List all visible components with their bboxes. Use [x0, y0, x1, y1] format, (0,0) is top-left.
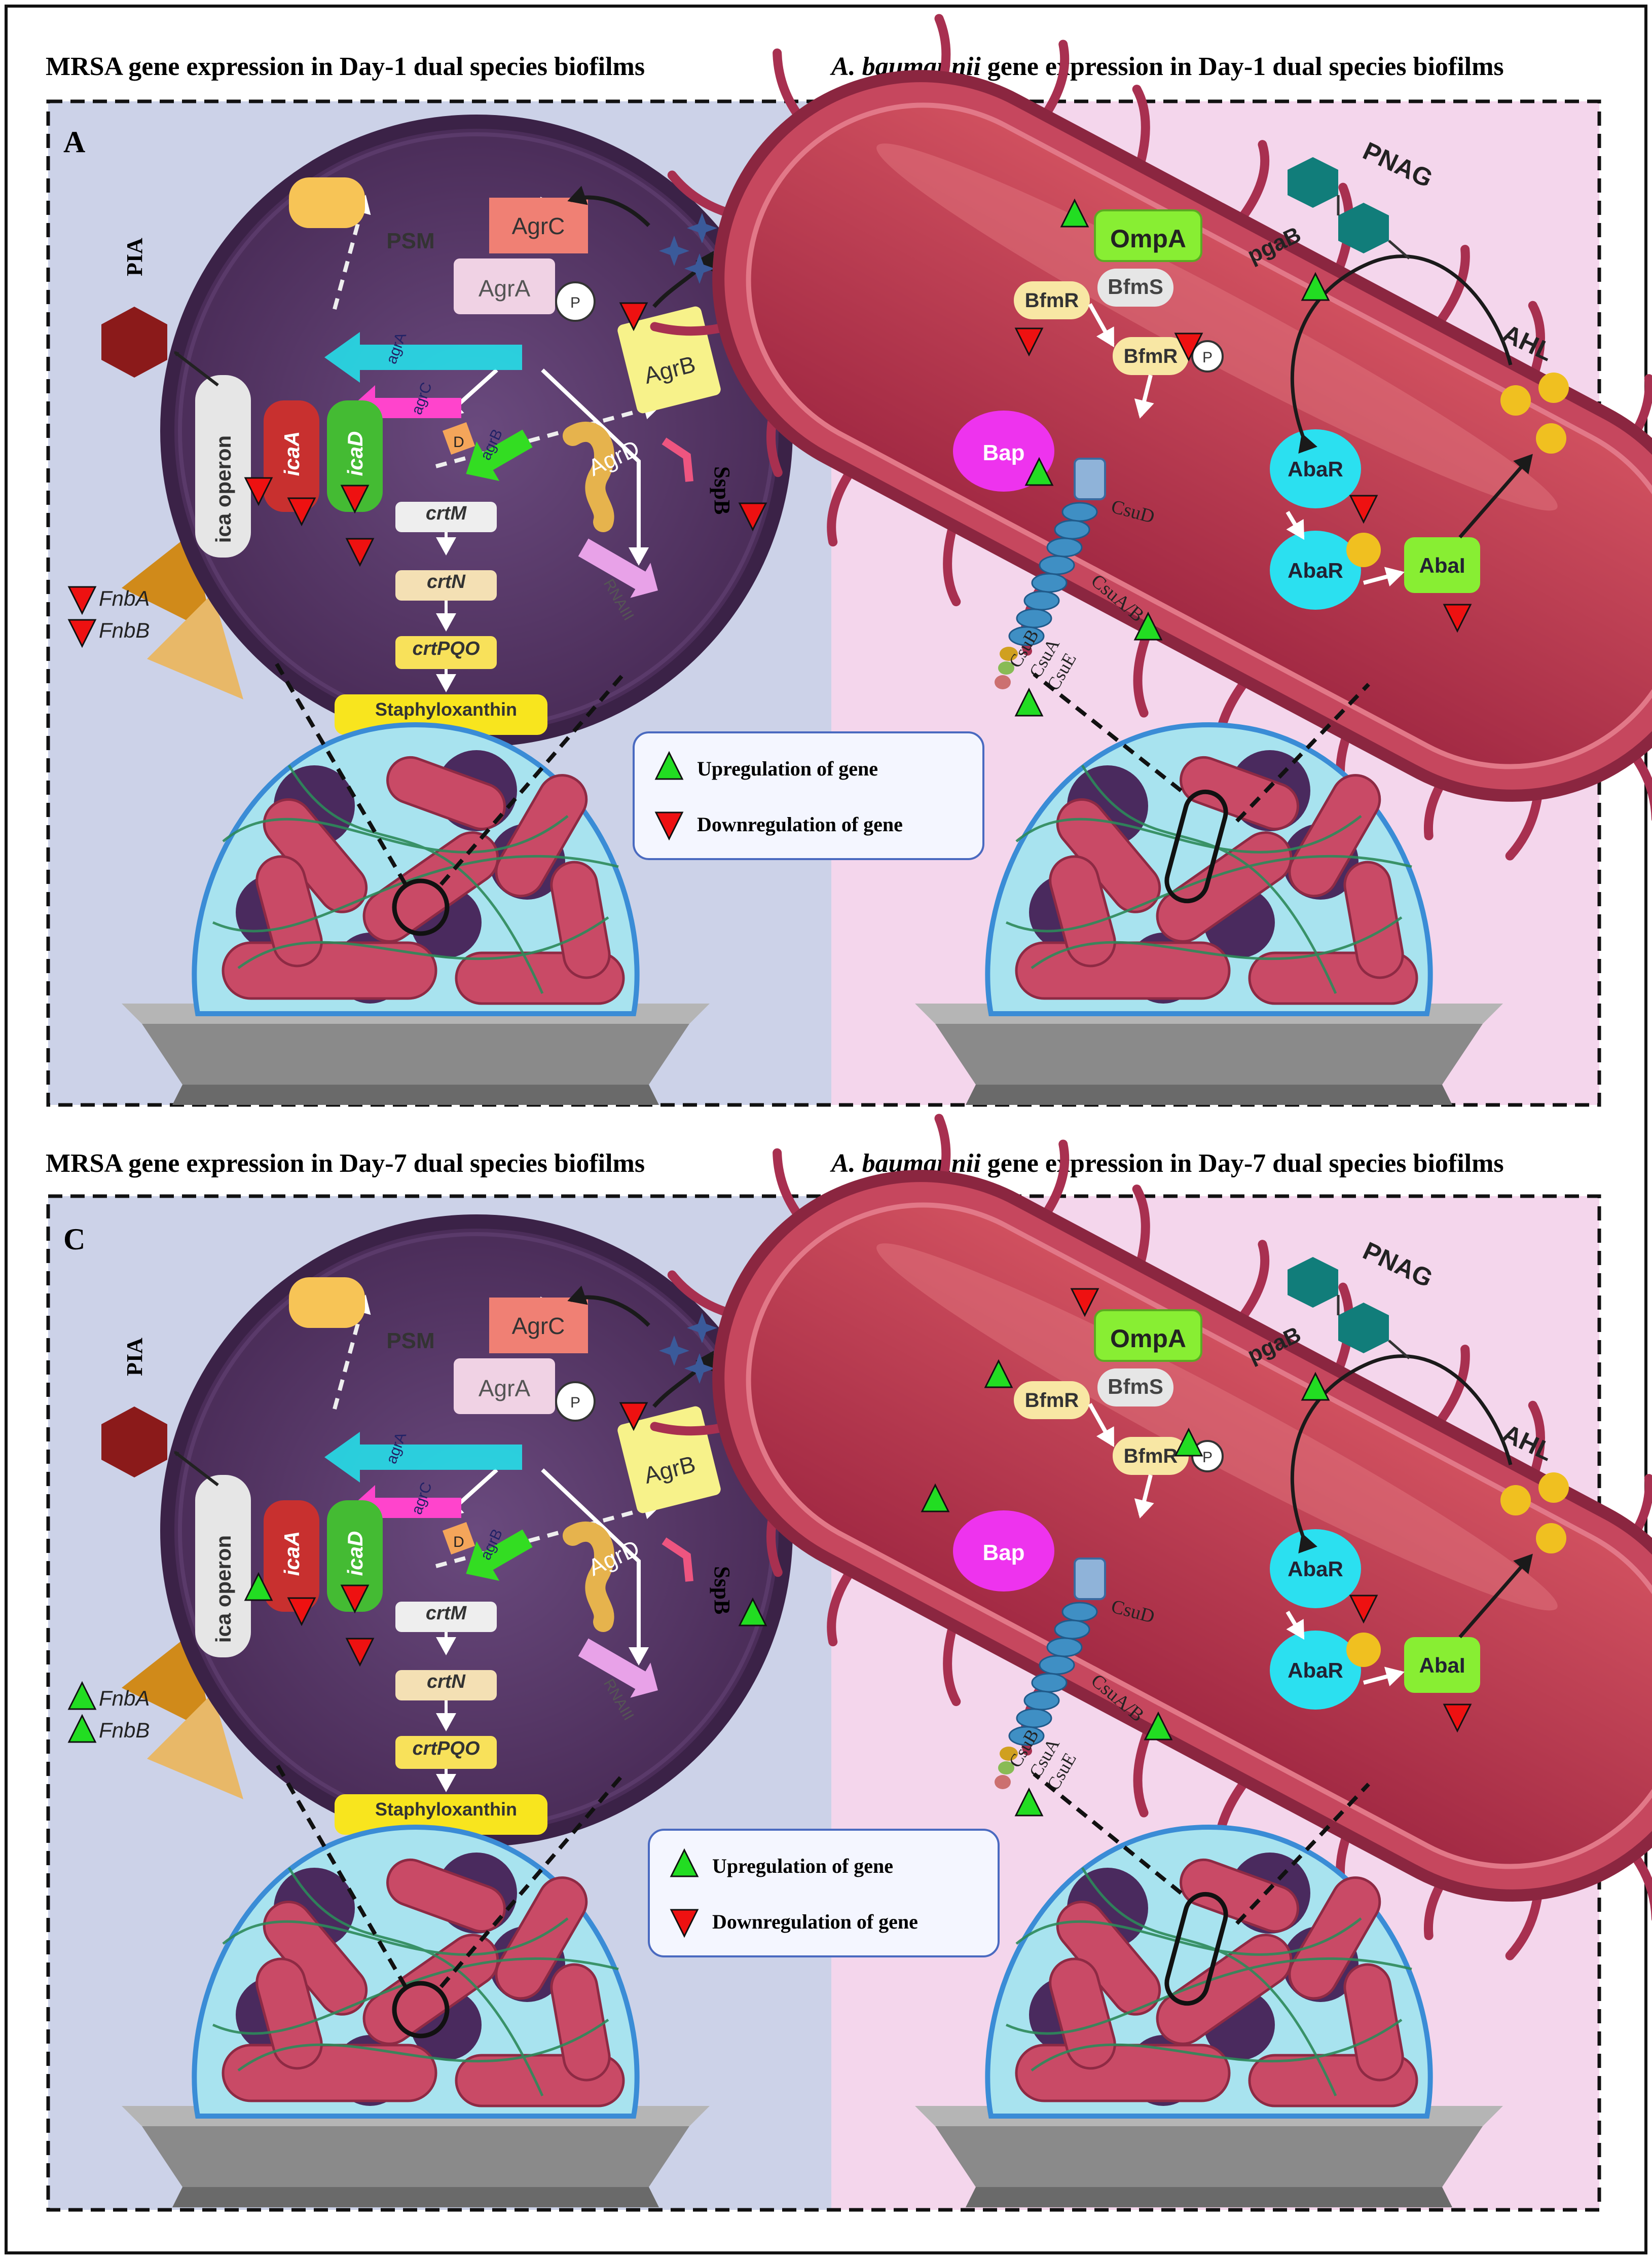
abaR-label-1: AbaR — [1288, 457, 1343, 481]
abaI-label-d: AbaI — [1419, 1653, 1465, 1677]
zoom-circle-a — [392, 878, 450, 936]
crtM-label: crtM — [426, 503, 467, 524]
psm-label-c: PSM — [386, 1328, 434, 1353]
bfmR-label-1-d: BfmR — [1025, 1389, 1079, 1412]
agrB-arrow-c — [652, 1350, 714, 1408]
icaD-label: icaD — [343, 431, 367, 476]
agrC-arrow — [567, 186, 650, 227]
agrC-label-c: AgrC — [512, 1313, 565, 1339]
fnbA-label-c: FnbA — [99, 1686, 150, 1710]
bfmR-phospho-label-d: P — [1202, 1449, 1213, 1466]
abaR-label-2-d: AbaR — [1288, 1658, 1343, 1682]
agrA-label: AgrA — [479, 275, 531, 302]
fnbB-label: FnbB — [99, 618, 150, 642]
agrC-label: AgrC — [512, 213, 565, 239]
mrsa-cell-day7: PSM AgrA P agrA agrC agrB D RNAIII AgrD … — [122, 1221, 786, 1840]
agrC-box — [489, 198, 588, 253]
zoom-circle-c — [392, 1981, 450, 2039]
bfmR-phospho-label: P — [1202, 349, 1213, 366]
abaI-label: AbaI — [1419, 553, 1465, 577]
agrA-phospho-label: P — [570, 294, 580, 311]
zoom-rod-d — [1164, 1892, 1228, 2006]
outer-frame — [5, 5, 1647, 2254]
bfmR-label-2: BfmR — [1124, 345, 1178, 367]
legend-up-label-bottom: Upregulation of gene — [712, 1855, 893, 1877]
aip-stars — [659, 213, 717, 284]
pia-hexagon — [101, 307, 167, 378]
pia-label-c: PIA — [122, 1338, 147, 1376]
mrsa-cell-day1: PSM AgrA P agrA agrC agrB D RNAIII AgrD … — [122, 122, 786, 740]
legend-down-label-bottom: Downregulation of gene — [712, 1910, 918, 1933]
gene-D-label: D — [453, 434, 464, 451]
icaD-label-c: icaD — [343, 1531, 367, 1576]
crtN-label-c: crtN — [427, 1671, 466, 1692]
zoom-line-c1 — [272, 1757, 408, 1988]
ica-operon-label: ica operon — [211, 435, 235, 543]
legend-up-label: Upregulation of gene — [697, 757, 878, 780]
pia-hexagon-c — [101, 1406, 167, 1477]
abaR-label-2: AbaR — [1288, 559, 1343, 582]
bap-label-d: Bap — [982, 1540, 1024, 1565]
ica-to-pia-arrow — [173, 351, 219, 387]
crtM-label-c: crtM — [426, 1603, 467, 1624]
zoom-rod-b — [1164, 789, 1228, 904]
zoom-line-d2 — [1235, 1783, 1370, 1925]
psm-label: PSM — [386, 229, 434, 253]
sspB-label-c: SspB — [710, 1566, 735, 1614]
agrC-arrow-c — [567, 1285, 650, 1327]
aip-stars-c — [659, 1313, 717, 1384]
panel-letter-c: C — [63, 1223, 85, 1256]
heading-top-left: MRSA gene expression in Day-1 dual speci… — [46, 52, 645, 81]
zoom-line-d1 — [1033, 1772, 1183, 1895]
sspB-shape-c — [662, 1537, 693, 1582]
sspB-label: SspB — [710, 466, 735, 514]
fnbB-label-c: FnbB — [99, 1718, 150, 1742]
agrB-arrow — [652, 250, 714, 308]
icaA-label: icaA — [280, 431, 304, 476]
legend-bottom: Upregulation of gene Downregulation of g… — [648, 1829, 1000, 1957]
sspB-shape — [662, 437, 693, 482]
bfmS-label: BfmS — [1108, 275, 1163, 299]
bap-label: Bap — [982, 440, 1024, 465]
bfmS-label-d: BfmS — [1108, 1375, 1163, 1398]
crtPQO-label-c: crtPQO — [412, 1738, 480, 1759]
gene-D-label-c: D — [453, 1534, 464, 1550]
ica-to-pia-arrow-c — [173, 1451, 219, 1487]
heading-bottom-left: MRSA gene expression in Day-7 dual speci… — [46, 1149, 645, 1178]
crtN-label: crtN — [427, 571, 466, 592]
agrA-phospho-label-c: P — [570, 1394, 580, 1411]
abaR-label-1-d: AbaR — [1288, 1557, 1343, 1581]
zoom-line-b2 — [1235, 683, 1370, 823]
ompA-label: OmpA — [1110, 225, 1186, 253]
staphyloxanthin-label-c: Staphyloxanthin — [375, 1799, 517, 1820]
panel-letter-a: A — [63, 125, 85, 159]
legend-down-label: Downregulation of gene — [697, 813, 903, 836]
agrA-label-c: AgrA — [479, 1375, 531, 1401]
bfmR-label-2-d: BfmR — [1124, 1445, 1178, 1467]
crtPQO-label: crtPQO — [412, 638, 480, 659]
pia-label: PIA — [122, 238, 147, 276]
icaA-label-c: icaA — [280, 1531, 304, 1576]
ica-operon-label-c: ica operon — [211, 1535, 235, 1643]
legend-top: Upregulation of gene Downregulation of g… — [633, 731, 984, 860]
bfmR-label-1: BfmR — [1025, 289, 1079, 312]
zoom-line-a1 — [272, 657, 408, 886]
staphyloxanthin-label: Staphyloxanthin — [375, 699, 517, 720]
ompA-label-d: OmpA — [1110, 1324, 1186, 1353]
fnbA-label: FnbA — [99, 586, 150, 610]
agrC-box-c — [489, 1298, 588, 1353]
zoom-line-b1 — [1033, 672, 1183, 793]
zoom-line-a2 — [439, 673, 626, 886]
zoom-line-c2 — [439, 1772, 626, 1988]
